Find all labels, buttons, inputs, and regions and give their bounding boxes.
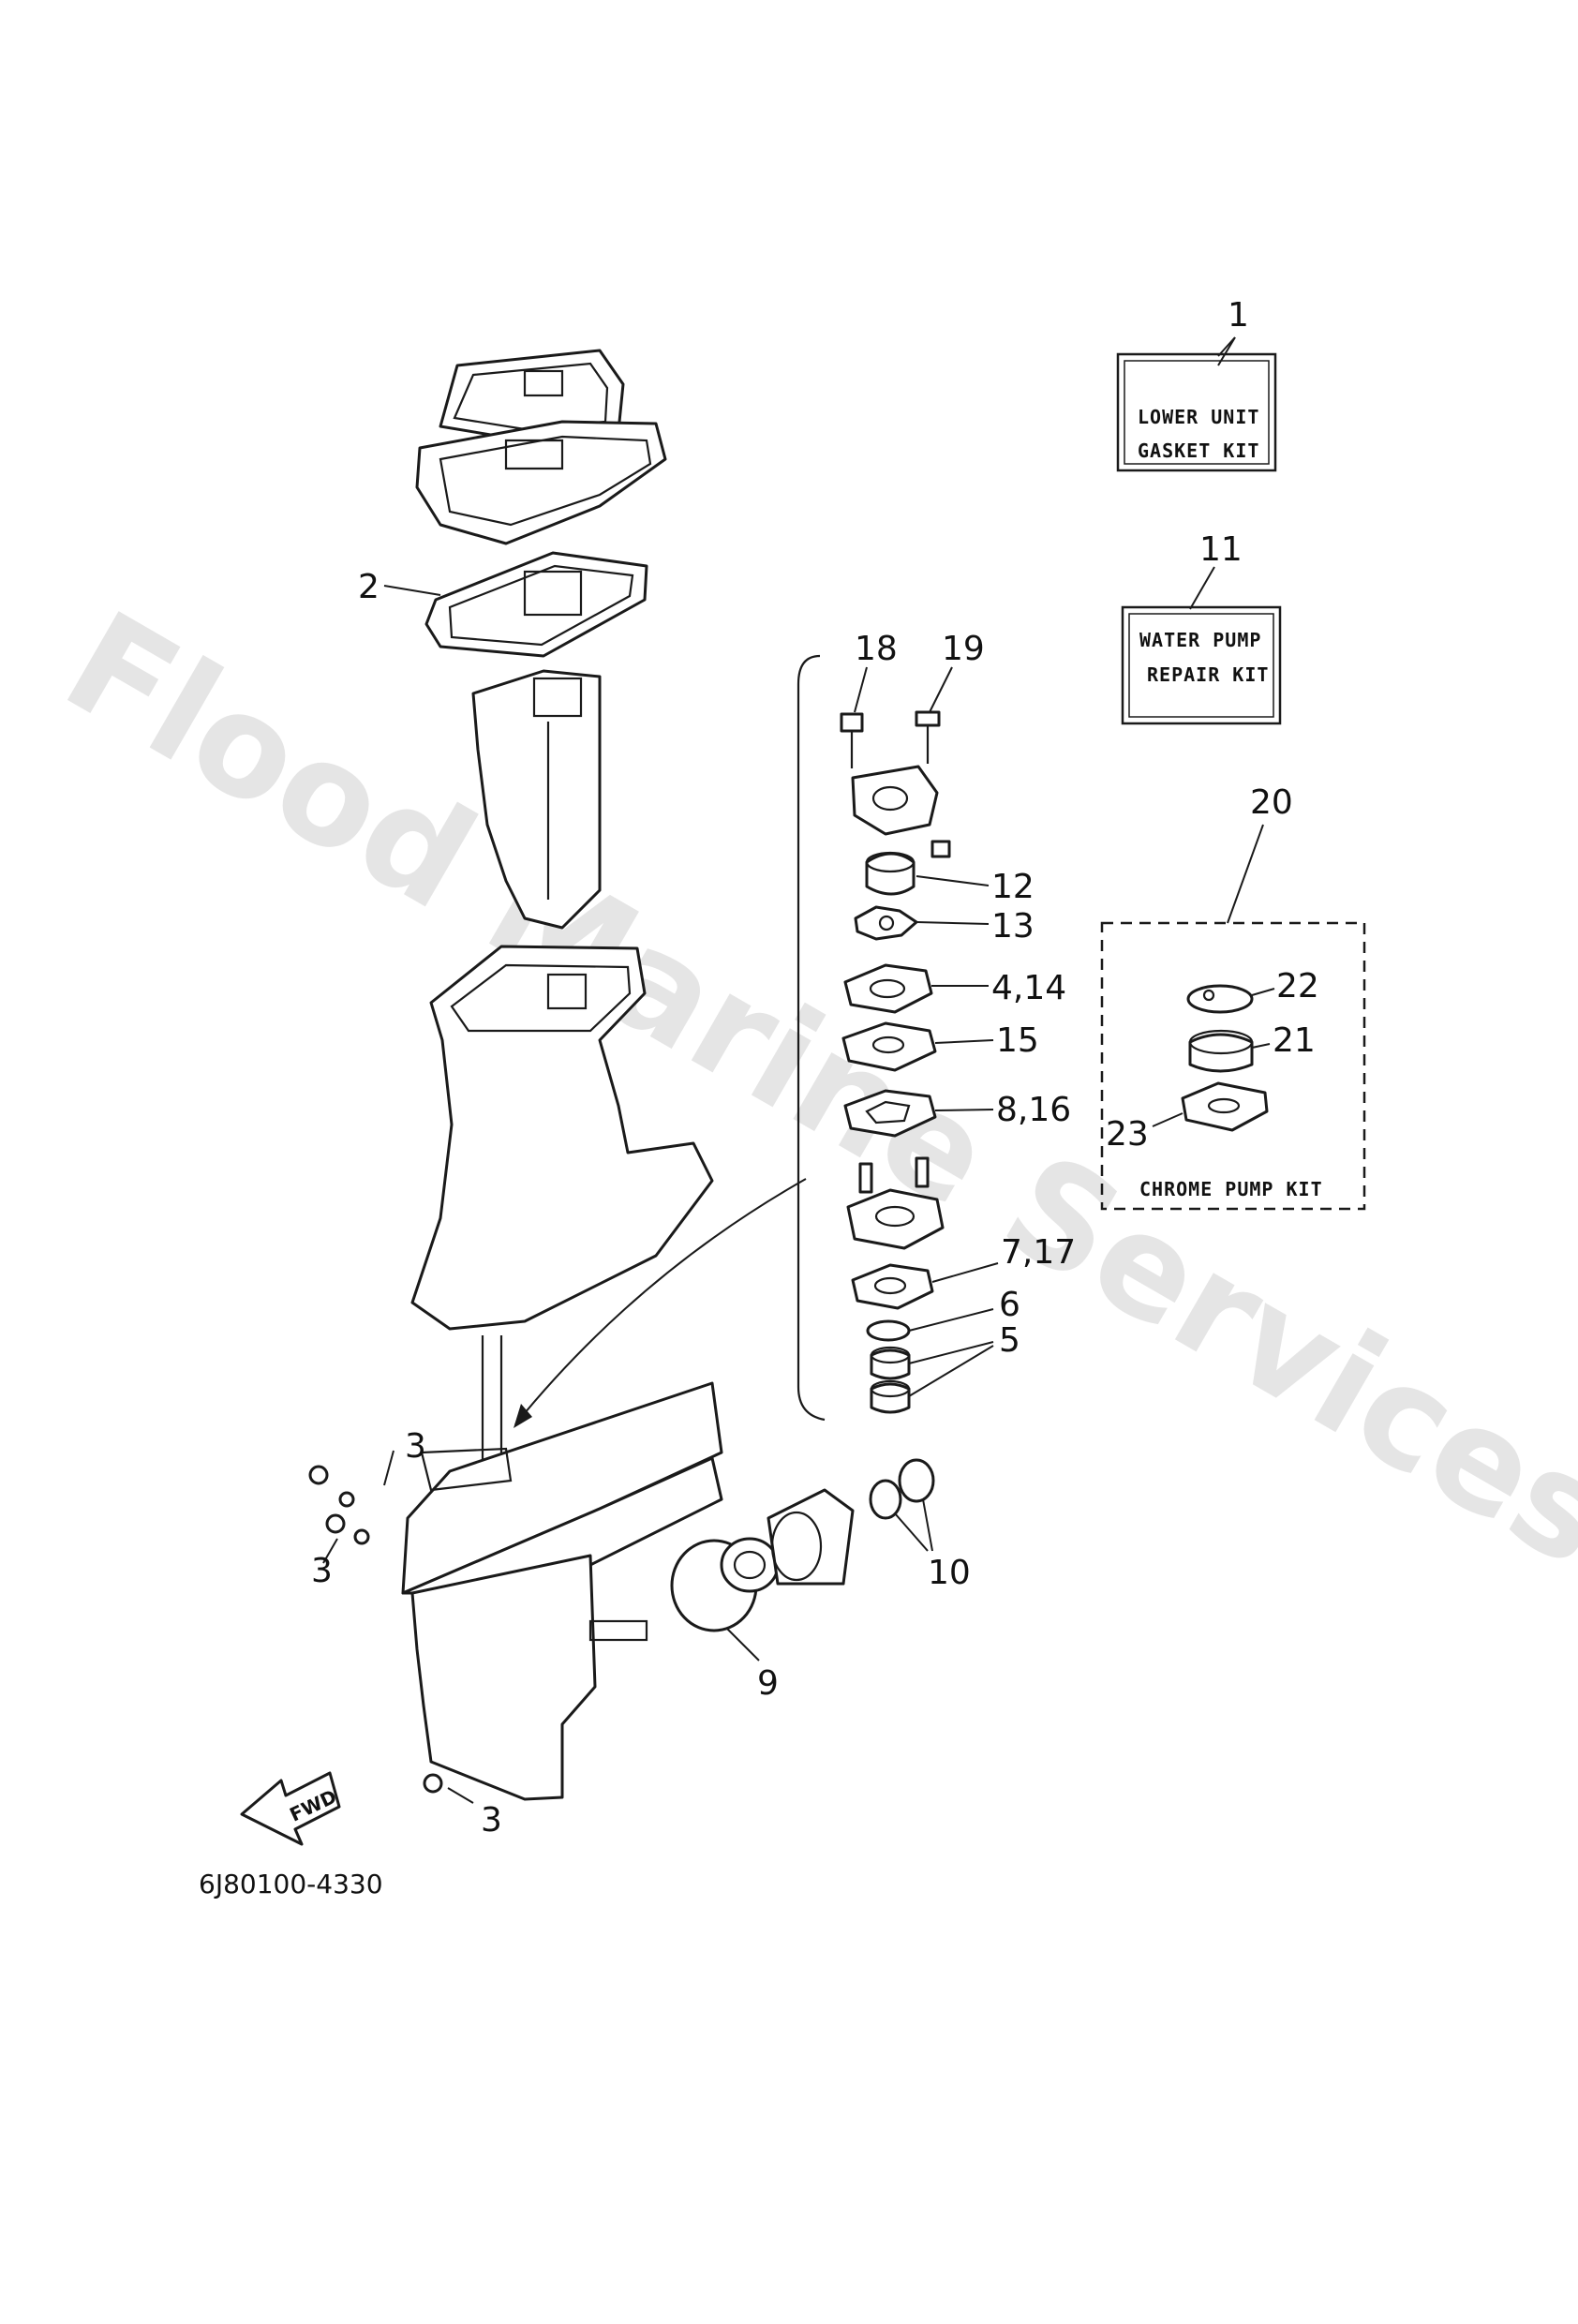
pump-kit-line2: REPAIR KIT <box>1147 663 1269 686</box>
callout-1: 1 <box>1228 296 1249 335</box>
callout-10: 10 <box>928 1554 971 1592</box>
water-pump-repair-kit: 11 WATER PUMP REPAIR KIT <box>1121 530 1282 725</box>
callout-23: 23 <box>1106 1115 1149 1154</box>
callout-4-14: 4,14 <box>991 969 1066 1007</box>
callout-22: 22 <box>1276 967 1319 1006</box>
callout-8-16: 8,16 <box>996 1091 1071 1129</box>
callout-21: 21 <box>1273 1021 1316 1060</box>
callout-20: 20 <box>1250 783 1293 822</box>
callout-15: 15 <box>996 1021 1039 1060</box>
watermark-text: Flood Marine Services <box>39 581 1578 1598</box>
diagram-code: 6J80100-4330 <box>199 1869 383 1899</box>
fwd-arrow-icon: FWD <box>240 1771 341 1846</box>
chrome-kit-label: CHROME PUMP KIT <box>1139 1178 1323 1200</box>
callout-3a: 3 <box>405 1427 426 1466</box>
callout-6: 6 <box>999 1286 1020 1324</box>
callout-19: 19 <box>942 630 985 668</box>
callout-5: 5 <box>999 1321 1020 1360</box>
pump-kit-line1: WATER PUMP <box>1139 629 1261 651</box>
callout-3c: 3 <box>481 1801 502 1840</box>
callout-3b: 3 <box>311 1552 333 1590</box>
lower-unit-gasket-kit: 1 LOWER UNIT GASKET KIT <box>1116 296 1277 472</box>
gasket-kit-line1: LOWER UNIT <box>1138 406 1259 428</box>
chrome-pump-kit: 20 CHROME PUMP KIT 22 21 23 <box>1100 783 1366 1211</box>
water-pump-stack: 18 19 12 13 4,14 15 8,16 <box>514 630 1076 1428</box>
callout-13: 13 <box>991 907 1035 946</box>
lower-gear-case: 3 3 3 9 10 <box>308 1381 971 1840</box>
callout-2: 2 <box>358 568 380 606</box>
gasket-kit-line2: GASKET KIT <box>1138 439 1259 462</box>
callout-12: 12 <box>991 868 1035 906</box>
callout-11: 11 <box>1199 530 1243 569</box>
upper-casing-assembly: 2 <box>358 349 714 1471</box>
callout-18: 18 <box>855 630 898 668</box>
callout-7-17: 7,17 <box>1001 1233 1076 1272</box>
callout-9: 9 <box>757 1664 779 1703</box>
